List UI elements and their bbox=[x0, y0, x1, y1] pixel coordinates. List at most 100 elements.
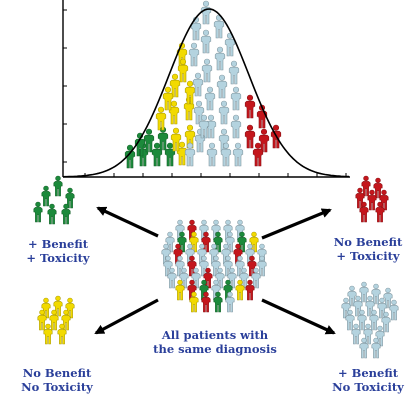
person-figure-icon bbox=[341, 297, 351, 319]
person-figure-icon bbox=[223, 219, 233, 241]
person-figure-icon bbox=[389, 299, 399, 321]
person-figure-icon bbox=[169, 73, 181, 98]
person-figure-icon bbox=[184, 142, 196, 167]
person-figure-icon bbox=[200, 29, 212, 54]
person-figure-icon bbox=[49, 309, 59, 331]
person-figure-icon bbox=[187, 219, 197, 241]
person-figure-icon bbox=[65, 297, 75, 319]
person-figure-icon bbox=[163, 255, 173, 277]
person-figure-icon bbox=[41, 297, 51, 319]
person-figure-icon bbox=[230, 114, 242, 139]
person-figure-icon bbox=[175, 219, 185, 241]
arrow-to-benefit-toxicity bbox=[96, 206, 159, 238]
person-figure-icon bbox=[214, 46, 226, 71]
person-figure-icon bbox=[245, 279, 255, 301]
person-figure-icon bbox=[206, 142, 218, 167]
person-figure-icon bbox=[189, 231, 199, 253]
person-figure-icon bbox=[187, 255, 197, 277]
person-figure-icon bbox=[270, 124, 282, 149]
person-figure-icon bbox=[359, 201, 369, 223]
person-figure-icon bbox=[228, 60, 240, 85]
person-figure-icon bbox=[179, 267, 189, 289]
person-figure-icon bbox=[235, 279, 245, 301]
person-figure-icon bbox=[213, 14, 225, 39]
person-figure-icon bbox=[190, 16, 202, 41]
person-figure-icon bbox=[373, 177, 383, 199]
outcome-groups bbox=[33, 175, 399, 359]
person-figure-icon bbox=[369, 309, 379, 331]
person-figure-icon bbox=[184, 80, 196, 105]
label-line: No Toxicity bbox=[332, 380, 404, 394]
person-figure-icon bbox=[375, 201, 385, 223]
person-figure-icon bbox=[47, 203, 57, 225]
person-figure-icon bbox=[199, 255, 209, 277]
person-figure-icon bbox=[216, 74, 228, 99]
person-figure-icon bbox=[193, 100, 205, 125]
person-figure-icon bbox=[239, 267, 249, 289]
person-figure-icon bbox=[213, 231, 223, 253]
person-figure-icon bbox=[165, 231, 175, 253]
person-figure-icon bbox=[357, 309, 367, 331]
person-figure-icon bbox=[351, 323, 361, 345]
curve-patient-figures bbox=[124, 0, 282, 169]
person-figure-icon bbox=[359, 337, 369, 359]
label-line: + Toxicity bbox=[26, 251, 90, 265]
person-figure-icon bbox=[198, 114, 210, 139]
person-figure-icon bbox=[367, 189, 377, 211]
label-line: No Benefit bbox=[333, 235, 403, 249]
person-figure-icon bbox=[201, 231, 211, 253]
label-benefit-toxicity: + Benefit + Toxicity bbox=[18, 237, 98, 265]
person-figure-icon bbox=[177, 231, 187, 253]
person-figure-icon bbox=[244, 124, 256, 149]
person-figure-icon bbox=[371, 337, 381, 359]
person-figure-icon bbox=[249, 231, 259, 253]
person-figure-icon bbox=[204, 86, 216, 111]
label-line: + Benefit bbox=[27, 237, 89, 251]
person-figure-icon bbox=[155, 106, 167, 131]
label-line: the same diagnosis bbox=[153, 342, 277, 356]
person-figure-icon bbox=[41, 185, 51, 207]
person-figure-icon bbox=[220, 142, 232, 167]
person-figure-icon bbox=[201, 291, 211, 313]
bell-curve bbox=[62, 8, 349, 178]
person-figure-icon bbox=[215, 267, 225, 289]
label-benefit-notoxicity: + Benefit No Toxicity bbox=[326, 366, 409, 394]
center-patient-crowd bbox=[161, 219, 267, 313]
person-figure-icon bbox=[232, 142, 244, 167]
person-figure-icon bbox=[235, 219, 245, 241]
person-figure-icon bbox=[33, 201, 43, 223]
arrow-to-benefit-notoxicity bbox=[261, 298, 336, 335]
person-figure-icon bbox=[244, 94, 256, 119]
person-figure-icon bbox=[57, 323, 67, 345]
person-figure-icon bbox=[224, 32, 236, 57]
label-line: No Toxicity bbox=[21, 380, 93, 394]
group-nobenefit-toxicity bbox=[355, 175, 389, 223]
label-line: All patients with bbox=[161, 328, 269, 342]
person-figure-icon bbox=[53, 175, 63, 197]
person-figure-icon bbox=[375, 325, 385, 347]
label-center: All patients with the same diagnosis bbox=[150, 328, 280, 356]
person-figure-icon bbox=[211, 219, 221, 241]
distribution-axes bbox=[62, 0, 350, 178]
arrow-to-nobenefit-toxicity bbox=[261, 208, 332, 240]
person-figure-icon bbox=[371, 283, 381, 305]
group-benefit-toxicity bbox=[33, 175, 75, 225]
person-figure-icon bbox=[143, 128, 155, 153]
person-figure-icon bbox=[199, 219, 209, 241]
person-figure-icon bbox=[162, 86, 174, 111]
group-nobenefit-notoxicity bbox=[37, 295, 75, 345]
person-figure-icon bbox=[227, 267, 237, 289]
person-figure-icon bbox=[192, 72, 204, 97]
person-figure-icon bbox=[381, 311, 391, 333]
person-figure-icon bbox=[345, 309, 355, 331]
label-line: No Benefit bbox=[22, 366, 92, 380]
person-figure-icon bbox=[65, 187, 75, 209]
arrow-to-nobenefit-notoxicity bbox=[94, 298, 159, 335]
person-figure-icon bbox=[191, 267, 201, 289]
person-figure-icon bbox=[225, 291, 235, 313]
person-figure-icon bbox=[170, 127, 182, 152]
person-figure-icon bbox=[189, 291, 199, 313]
person-figure-icon bbox=[230, 86, 242, 111]
